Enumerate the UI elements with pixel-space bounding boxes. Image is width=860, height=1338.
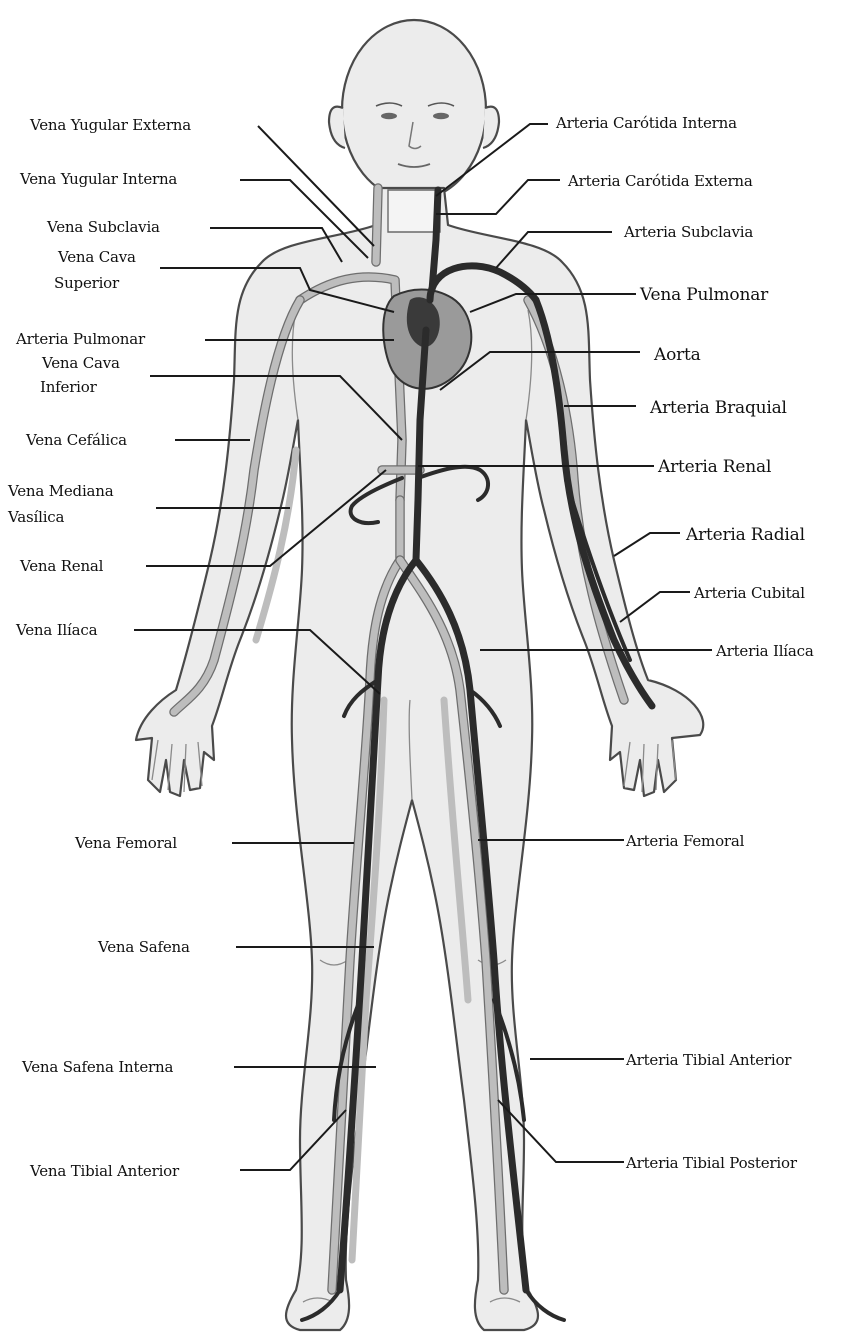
- label-arteria-carotida-externa: Arteria Carótida Externa: [567, 172, 753, 190]
- label-arteria-tibial-anterior: Arteria Tibial Anterior: [625, 1051, 792, 1069]
- label-vena-cava-inferior-line2: Inferior: [40, 378, 98, 396]
- label-vena-cefalica: Vena Cefálica: [25, 431, 127, 449]
- label-arteria-pulmonar: Arteria Pulmonar: [15, 330, 146, 348]
- label-vena-cava-superior-line2: Superior: [54, 274, 120, 292]
- label-vena-iliaca: Vena Ilíaca: [15, 621, 98, 639]
- label-arteria-carotida-interna: Arteria Carótida Interna: [555, 114, 737, 132]
- label-vena-cava-inferior-line1: Vena Cava: [41, 354, 120, 372]
- label-aorta: Aorta: [653, 345, 701, 365]
- label-vena-tibial-anterior: Vena Tibial Anterior: [29, 1162, 180, 1180]
- neck-front: [388, 190, 440, 232]
- label-arteria-renal: Arteria Renal: [657, 457, 771, 477]
- right-ear: [483, 107, 499, 148]
- label-vena-safena: Vena Safena: [97, 938, 190, 956]
- label-arteria-iliaca: Arteria Ilíaca: [715, 642, 814, 660]
- label-vena-pulmonar: Vena Pulmonar: [639, 285, 769, 305]
- label-vena-renal: Vena Renal: [19, 557, 104, 575]
- left-labels: Vena Yugular Externa Vena Yugular Intern…: [7, 116, 191, 1180]
- label-vena-subclavia: Vena Subclavia: [46, 218, 160, 236]
- label-arteria-cubital: Arteria Cubital: [693, 584, 805, 602]
- label-arteria-subclavia: Arteria Subclavia: [623, 223, 753, 241]
- label-vena-yugular-interna: Vena Yugular Interna: [19, 170, 177, 188]
- label-arteria-radial: Arteria Radial: [685, 525, 805, 545]
- label-arteria-braquial: Arteria Braquial: [649, 398, 787, 418]
- left-ear: [329, 107, 345, 148]
- label-vena-cava-superior-line1: Vena Cava: [57, 248, 136, 266]
- label-vena-yugular-externa: Vena Yugular Externa: [29, 116, 191, 134]
- label-vena-mediana-line1: Vena Mediana: [7, 482, 114, 500]
- label-vena-safena-interna: Vena Safena Interna: [21, 1058, 173, 1076]
- label-arteria-femoral: Arteria Femoral: [625, 832, 745, 850]
- label-vena-femoral: Vena Femoral: [74, 834, 177, 852]
- label-vena-mediana-line2: Vasílica: [7, 508, 64, 526]
- label-arteria-tibial-posterior: Arteria Tibial Posterior: [625, 1154, 798, 1172]
